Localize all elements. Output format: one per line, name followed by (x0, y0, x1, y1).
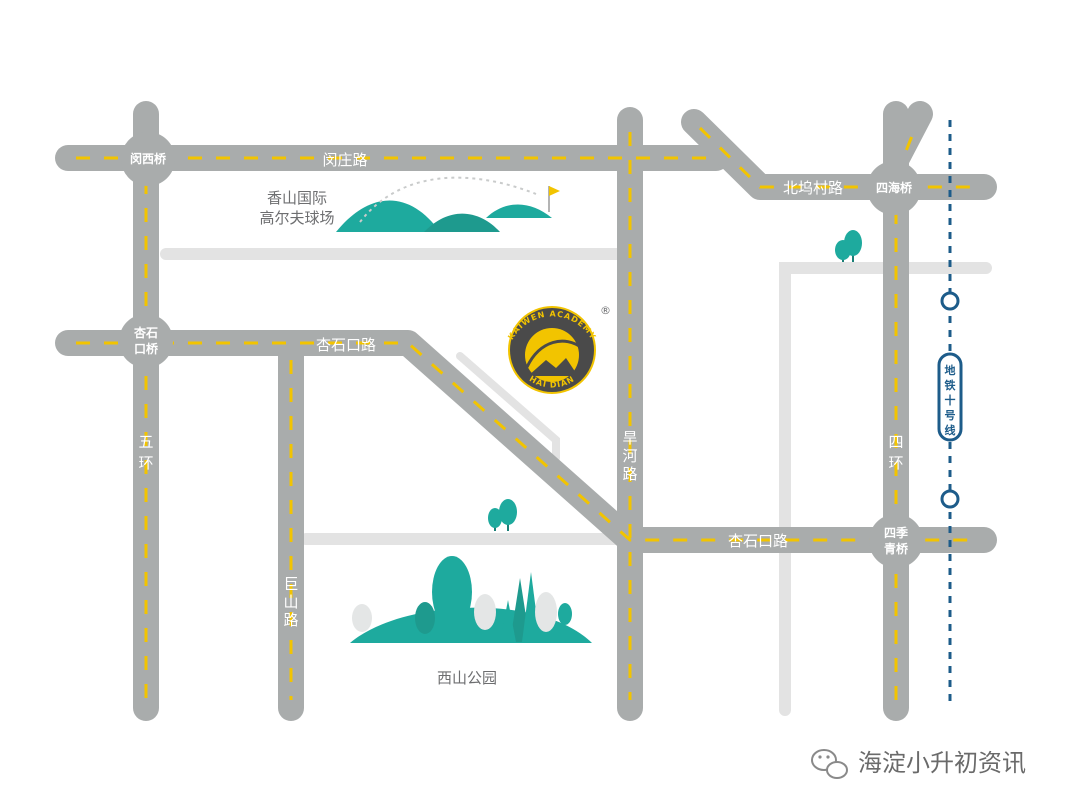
golf-label-line1: 香山国际 (267, 189, 327, 207)
watermark-text: 海淀小升初资讯 (858, 749, 1026, 777)
tree-icon (432, 556, 472, 628)
logo-mountain (528, 358, 578, 376)
road-beiwucun (681, 109, 997, 200)
tree-icon (522, 572, 540, 642)
tree-icon (488, 508, 502, 528)
node-xingshikou-bridge-label-line1: 杏石 (133, 325, 158, 340)
road-label-hanhe-char: 河 (622, 447, 637, 465)
dash-xingshikou (76, 341, 980, 542)
interchanges: 闵西桥 杏石 口桥 四海桥 四季 青桥 (119, 132, 923, 568)
metro-label-box (937, 352, 963, 442)
node-siji-bridge-label-line1: 四季 (884, 525, 909, 540)
kaiwen-academy-logo: KAIWEN ACADEMY HAI DIAN ® (506, 304, 611, 394)
minor-roads (160, 248, 992, 716)
metro-label-char: 十 (945, 393, 956, 407)
tree-icon (844, 230, 862, 256)
road-label-jushan-char: 山 (283, 593, 298, 611)
metro-station-circle (940, 291, 960, 311)
xishan-park: 西山公园 (350, 556, 592, 687)
golf-label-line2: 高尔夫球场 (259, 209, 334, 227)
tree-icon (499, 499, 517, 525)
metro-label-char: 号 (945, 409, 956, 422)
golf-hill (486, 204, 552, 218)
node-minzhuang-bridge (121, 132, 175, 186)
road-label-hanhe-char: 路 (622, 465, 637, 483)
road-label-fifth-ring-char: 五 (138, 433, 153, 451)
logo-wing (525, 339, 583, 368)
road-label-jushan-char: 巨 (283, 575, 298, 593)
tree-icon (474, 594, 496, 630)
metro-label-char: 地 (945, 363, 956, 377)
minor-road-east (779, 262, 992, 716)
node-sihai-bridge (867, 161, 921, 215)
wechat-icon (811, 749, 848, 779)
node-minzhuang-bridge-label: 闵西桥 (130, 151, 167, 166)
road-label-fourth-ring-char: 环 (888, 454, 903, 472)
golf-course: 香山国际 高尔夫球场 (259, 176, 560, 232)
golf-ball-arc (359, 176, 537, 223)
node-siji-bridge-label-line2: 青桥 (884, 541, 909, 556)
node-xingshikou-bridge-label-line2: 口桥 (134, 341, 159, 356)
road-label-hanhe-char: 旱 (622, 429, 637, 447)
road-label-beiwucun: 北坞村路 (783, 179, 843, 197)
tree-icon (558, 603, 572, 625)
registered-mark: ® (600, 304, 611, 317)
road-label-xingshikou-east: 杏石口路 (728, 532, 788, 550)
golf-flag-icon (549, 186, 560, 196)
metro-label-char: 铁 (945, 378, 956, 392)
tree-group-middle (488, 499, 517, 531)
watermark: 海淀小升初资讯 (811, 749, 1026, 779)
tree-group-east (835, 230, 862, 262)
road-label-jushan-char: 路 (283, 611, 298, 629)
metro-label-char: 线 (945, 423, 956, 437)
node-sihai-bridge-label: 四海桥 (876, 180, 913, 195)
road-label-fourth-ring-char: 四 (888, 433, 903, 451)
road-label-xingshikou-west: 杏石口路 (316, 336, 376, 354)
tree-icon (415, 602, 435, 634)
metro-station-circle (940, 489, 960, 509)
metro-line-10: 地 铁 十 号 线 (937, 120, 963, 706)
golf-hill (336, 200, 440, 232)
tree-icon (352, 604, 372, 632)
campus-outline (456, 352, 560, 462)
road-label-minzhuang: 闵庄路 (322, 151, 367, 169)
road-label-fifth-ring-char: 环 (138, 454, 153, 472)
road-labels: 闵庄路 北坞村路 杏石口路 杏石口路 五 环 四 环 旱 河 路 巨 山 路 (138, 151, 903, 629)
tree-icon (535, 592, 557, 632)
node-siji-bridge (869, 514, 923, 568)
park-label: 西山公园 (437, 669, 497, 687)
golf-hill (424, 213, 500, 232)
node-xingshikou-bridge (119, 314, 173, 368)
tree-icon (500, 600, 516, 642)
